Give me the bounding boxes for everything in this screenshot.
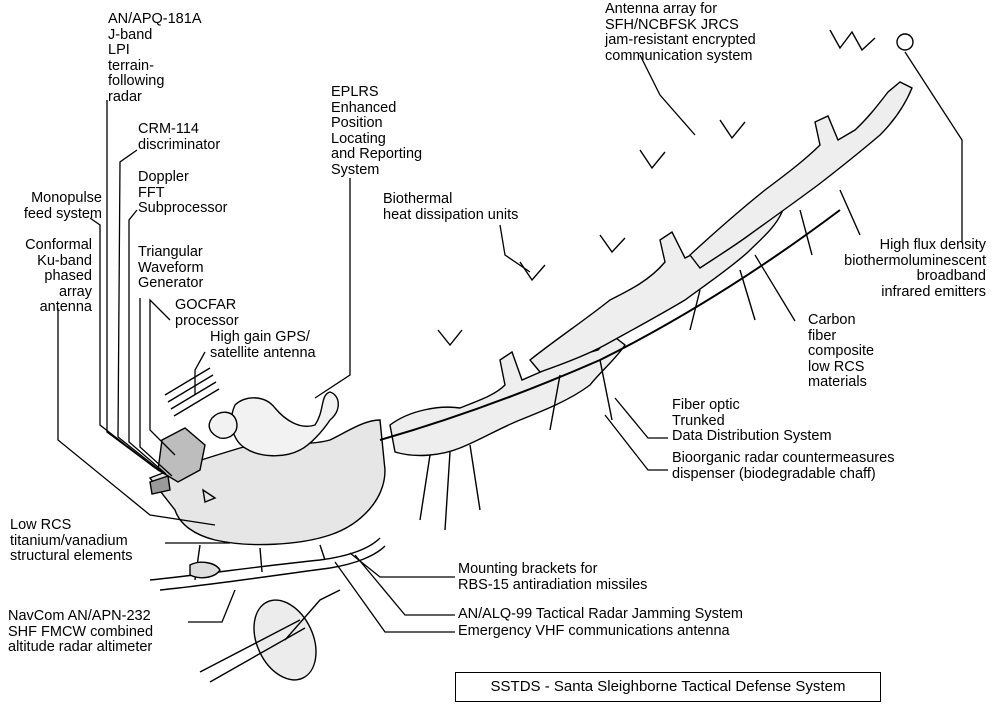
leader-gps [194,351,206,395]
leader-chaff [604,414,668,471]
label-conformal: Conformal Ku-band phased array antenna [25,237,92,316]
leader-fiber [614,397,668,439]
leader-gocfar [149,298,176,456]
label-carbon: Carbon fiber composite low RCS materials [808,312,875,391]
leader-navcom [188,589,236,623]
label-apq181: AN/APQ-181A J-band LPI terrain- followin… [108,11,202,105]
reindeer-1 [389,334,626,457]
sleigh-runner [149,537,381,581]
leader-vhf [334,561,455,633]
antlers [437,29,876,347]
leader-emitters [904,51,963,243]
label-navcom: NavCom AN/APN-232 SHF FMCW combined alti… [8,608,154,656]
label-gps: High gain GPS/ satellite antenna [210,329,316,361]
sleigh-body [148,419,386,546]
label-monopulse: Monopulse feed system [23,190,102,222]
label-alq99: AN/ALQ-99 Tactical Radar Jamming System [458,606,744,622]
leader-jrcs [639,54,696,136]
leader-brackets [349,552,455,578]
label-doppler: Doppler FFT Subprocessor [138,169,228,217]
leader-monopulse [89,217,156,469]
label-vhf: Emergency VHF communications antenna [458,623,730,639]
label-emitters: High flux density biothermoluminescent b… [844,237,986,300]
label-eplrs: EPLRS Enhanced Position Locating and Rep… [331,84,423,178]
label-triangular: Triangular Waveform Generator [138,244,204,292]
leader-crm114 [117,149,163,473]
reindeer-legs [419,189,861,531]
leader-eplrs [314,178,351,399]
harness-line [379,209,841,441]
leader-biothermal [499,224,531,273]
label-brackets: Mounting brackets for RBS-15 antiradiati… [458,561,648,593]
leader-alq99 [354,554,455,616]
label-jrcs: Antenna array for SFH/NCBFSK JRCS jam-re… [605,1,756,64]
glowing-nose [896,33,914,51]
label-crm114: CRM-114 discriminator [138,121,221,153]
leader-carbon [754,254,796,322]
label-biothermal: Biothermal heat dissipation units [383,191,519,223]
santa-figure [230,391,339,457]
reindeer-3 [689,81,913,269]
leader-conformal [57,308,216,526]
label-chaff: Bioorganic radar countermeasures dispens… [672,450,895,482]
label-fiber: Fiber optic Trunked Data Distribution Sy… [672,397,832,445]
diagram-caption: SSTDS - Santa Sleighborne Tactical Defen… [455,672,881,702]
leader-doppler [128,209,167,475]
leader-triangular [139,298,173,477]
label-gocfar: GOCFAR processor [175,297,239,329]
label-lowrcs: Low RCS titanium/vanadium structural ele… [10,517,133,565]
